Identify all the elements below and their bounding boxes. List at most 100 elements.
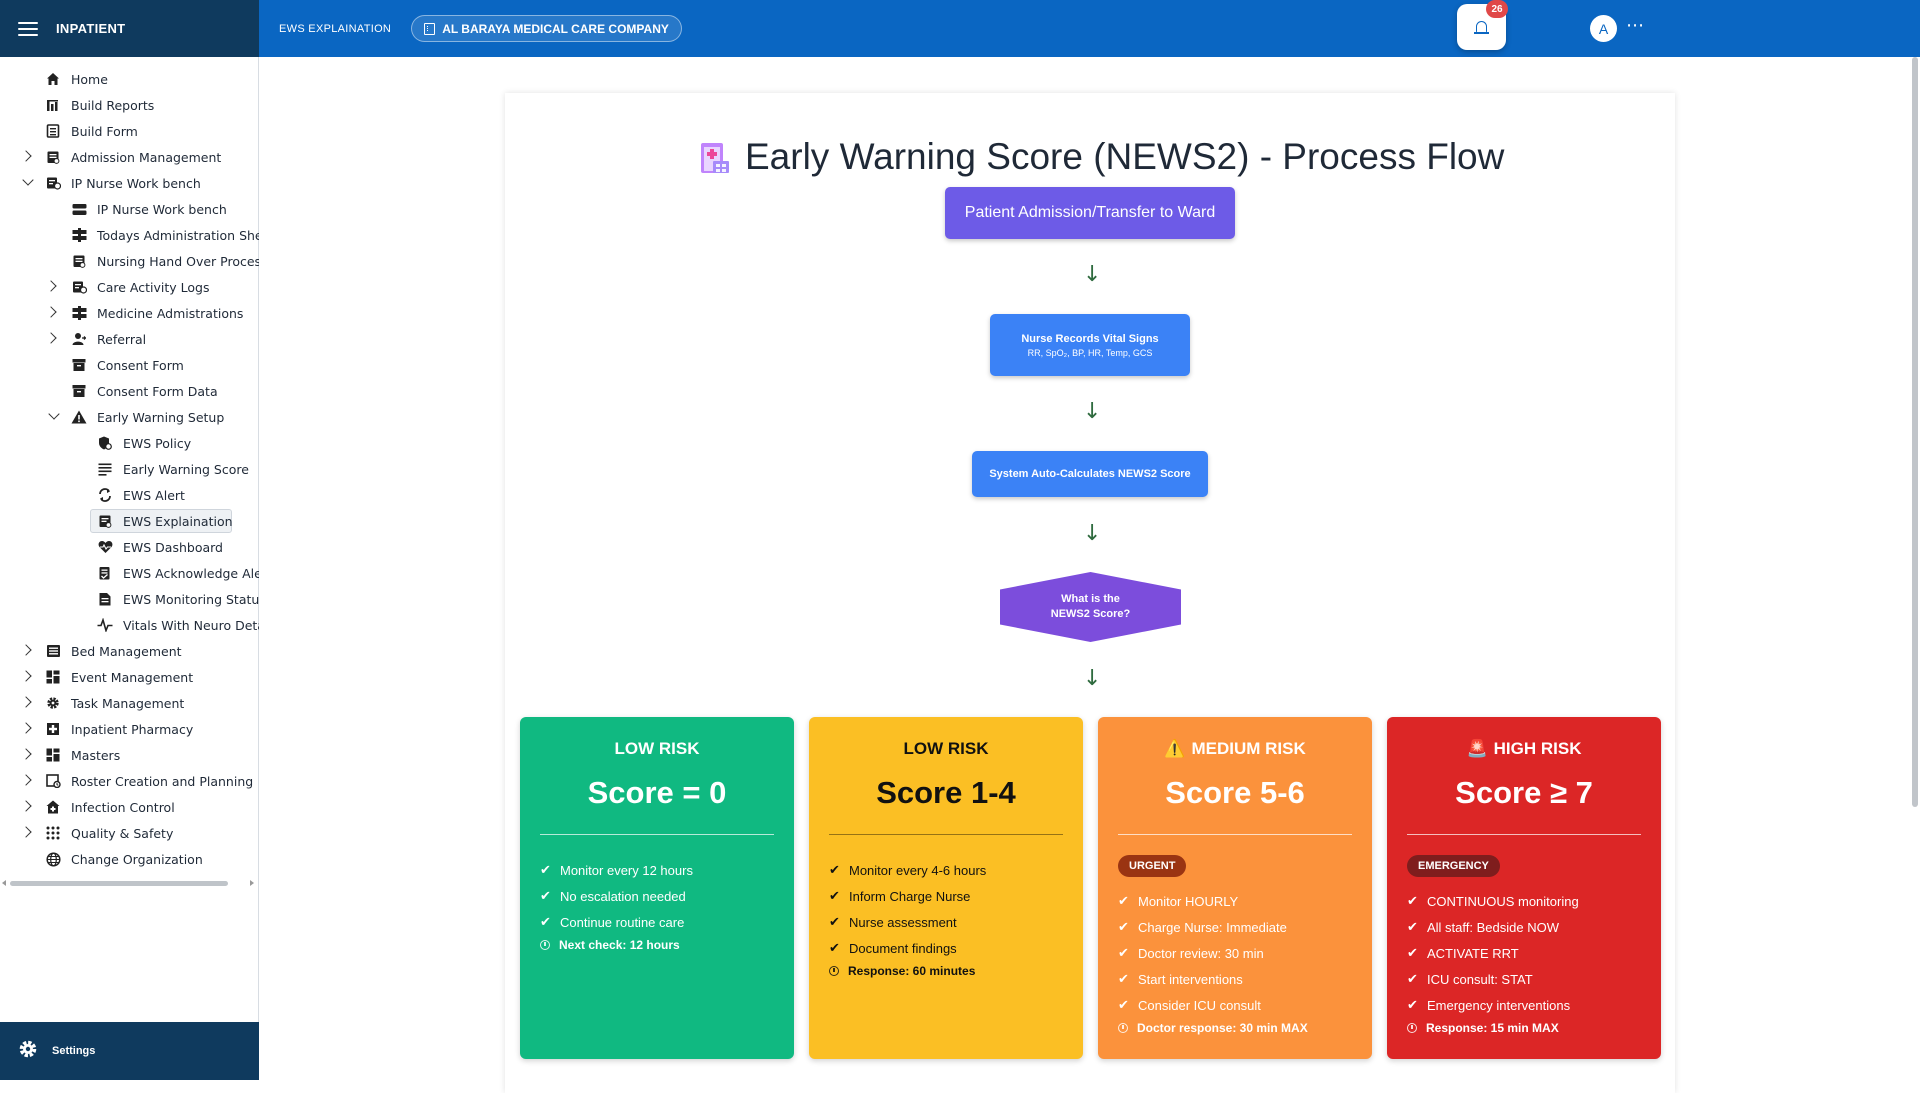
sidebar-item-infection-control[interactable]: Infection Control [0, 794, 258, 820]
sidebar-item-admission-management[interactable]: Admission Management [0, 144, 258, 170]
urgency-badge: EMERGENCY [1407, 855, 1500, 877]
storage-icon [71, 201, 87, 217]
hospital-icon [699, 139, 731, 175]
sidebar-item-quality-and-safety[interactable]: Quality & Safety [0, 820, 258, 846]
card-divider [540, 834, 774, 835]
sidebar-item-ews-dashboard[interactable]: EWS Dashboard [0, 534, 258, 560]
sidebar-item-masters[interactable]: Masters [0, 742, 258, 768]
sidebar: Home Build Reports Build Form Admission … [0, 57, 275, 1022]
sidebar-item-label: Build Form [71, 123, 138, 139]
flow-step-label: Patient Admission/Transfer to Ward [964, 204, 1216, 221]
sidebar-item-care-activity-logs[interactable]: Care Activity Logs [0, 274, 258, 300]
clipboard-icon [45, 149, 61, 165]
sidebar-item-label: EWS Monitoring Status [123, 591, 266, 607]
risk-card-medium: ⚠️MEDIUM RISK Score 5-6 URGENT ✔Monitor … [1098, 717, 1372, 1059]
risk-level-text: MEDIUM RISK [1191, 739, 1306, 758]
sidebar-item-label: Build Reports [71, 97, 155, 113]
sidebar-item-label: Task Management [71, 695, 185, 711]
page-title-text: Early Warning Score (NEWS2) - Process Fl… [745, 136, 1505, 177]
organization-selector[interactable]: AL BARAYA MEDICAL CARE COMPANY [411, 15, 682, 42]
chevron-right-icon[interactable] [20, 722, 32, 734]
user-avatar[interactable]: A [1590, 15, 1617, 42]
flow-arrow: ↓ [1083, 666, 1102, 691]
sidebar-item-roster-creation-and-planning[interactable]: Roster Creation and Planning [0, 768, 258, 794]
response-note-text: Response: 15 min MAX [1426, 1021, 1559, 1035]
sidebar-item-task-management[interactable]: Task Management [0, 690, 258, 716]
action-text: Nurse assessment [849, 914, 957, 930]
sidebar-item-build-reports[interactable]: Build Reports [0, 92, 258, 118]
chevron-right-icon[interactable] [20, 670, 32, 682]
chevron-down-icon[interactable] [22, 174, 34, 186]
chevron-right-icon[interactable] [20, 826, 32, 838]
menu-icon[interactable] [18, 21, 38, 36]
sidebar-item-consent-form[interactable]: Consent Form [0, 352, 258, 378]
sidebar-item-nursing-hand-over-process[interactable]: Nursing Hand Over Process [0, 248, 268, 274]
sidebar-horizontal-scrollbar[interactable] [0, 878, 259, 888]
risk-card-low: LOW RISK Score 1-4 ✔Monitor every 4-6 ho… [809, 717, 1083, 1059]
page-vertical-scrollbar[interactable] [1912, 57, 1918, 807]
sidebar-item-todays-administration-sheet[interactable]: Todays Administration Sheet [0, 222, 275, 248]
scroll-left-arrow-icon[interactable] [2, 880, 6, 886]
app-header: INPATIENT [0, 0, 259, 57]
settings-button[interactable]: Settings [0, 1022, 259, 1080]
chevron-right-icon[interactable] [20, 800, 32, 812]
sidebar-item-consent-form-data[interactable]: Consent Form Data [0, 378, 258, 404]
pharmacy-icon [45, 721, 61, 737]
response-note: Response: 60 minutes [829, 964, 975, 978]
acknowledge-icon [97, 565, 113, 581]
sidebar-item-ews-acknowledge-alert[interactable]: EWS Acknowledge Alert [0, 560, 272, 586]
chevron-right-icon[interactable] [45, 332, 57, 344]
chevron-right-icon[interactable] [45, 280, 57, 292]
sidebar-item-ews-alert[interactable]: EWS Alert [0, 482, 258, 508]
sidebar-item-vitals-with-neuro-detail[interactable]: Vitals With Neuro Detail [0, 612, 272, 638]
score-range: Score 1-4 [876, 775, 1016, 810]
sidebar-item-label: Vitals With Neuro Detail [123, 617, 272, 633]
scroll-right-arrow-icon[interactable] [250, 880, 254, 886]
sidebar-item-early-warning-score[interactable]: Early Warning Score [0, 456, 258, 482]
sidebar-item-inpatient-pharmacy[interactable]: Inpatient Pharmacy [0, 716, 258, 742]
check-icon: ✔ [1118, 893, 1129, 909]
response-note: Next check: 12 hours [540, 938, 680, 952]
check-icon: ✔ [829, 862, 840, 878]
sidebar-item-ews-explaination[interactable]: EWS Explaination [0, 508, 258, 534]
notifications-button[interactable]: 26 [1457, 0, 1508, 50]
sidebar-item-bed-management[interactable]: Bed Management [0, 638, 258, 664]
sidebar-item-label: Event Management [71, 669, 194, 685]
activity-log-icon [71, 279, 87, 295]
home-icon [45, 71, 61, 87]
sidebar-item-early-warning-setup[interactable]: Early Warning Setup [0, 404, 258, 430]
sidebar-item-ews-policy[interactable]: EWS Policy [0, 430, 258, 456]
more-options-icon[interactable]: ⋯ [1626, 15, 1644, 36]
workbench-icon [45, 175, 61, 191]
action-text: Consider ICU consult [1138, 997, 1261, 1013]
flow-arrow: ↓ [1083, 262, 1102, 287]
sidebar-item-ip-nurse-work-bench-sub[interactable]: IP Nurse Work bench [0, 196, 258, 222]
sidebar-item-home[interactable]: Home [0, 66, 258, 92]
chevron-right-icon[interactable] [20, 644, 32, 656]
sidebar-item-label: EWS Acknowledge Alert [123, 565, 272, 581]
explanation-icon [97, 513, 113, 529]
sidebar-item-build-form[interactable]: Build Form [0, 118, 258, 144]
gear-icon [45, 695, 61, 711]
notification-count-badge: 26 [1486, 0, 1508, 18]
risk-level-text: HIGH RISK [1493, 739, 1582, 758]
sidebar-item-medicine-admistrations[interactable]: Medicine Admistrations [0, 300, 258, 326]
chevron-right-icon[interactable] [20, 696, 32, 708]
action-list: ✔CONTINUOUS monitoring ✔All staff: Bedsi… [1407, 888, 1579, 1018]
sidebar-item-label: EWS Alert [123, 487, 185, 503]
flow-arrow: ↓ [1083, 399, 1102, 424]
check-icon: ✔ [1407, 971, 1418, 987]
chevron-down-icon[interactable] [48, 408, 60, 420]
sidebar-item-ews-monitoring-status[interactable]: EWS Monitoring Status [0, 586, 266, 612]
sidebar-item-change-organization[interactable]: Change Organization [0, 846, 258, 872]
chevron-right-icon[interactable] [20, 774, 32, 786]
chevron-right-icon[interactable] [20, 150, 32, 162]
chevron-right-icon[interactable] [45, 306, 57, 318]
sidebar-item-ip-nurse-work-bench[interactable]: IP Nurse Work bench [0, 170, 258, 196]
sidebar-item-event-management[interactable]: Event Management [0, 664, 258, 690]
chevron-right-icon[interactable] [20, 748, 32, 760]
monitoring-doc-icon [97, 591, 113, 607]
scrollbar-thumb[interactable] [10, 881, 228, 886]
sidebar-item-referral[interactable]: Referral [0, 326, 258, 352]
top-bar: EWS EXPLAINATION AL BARAYA MEDICAL CARE … [259, 0, 1920, 57]
